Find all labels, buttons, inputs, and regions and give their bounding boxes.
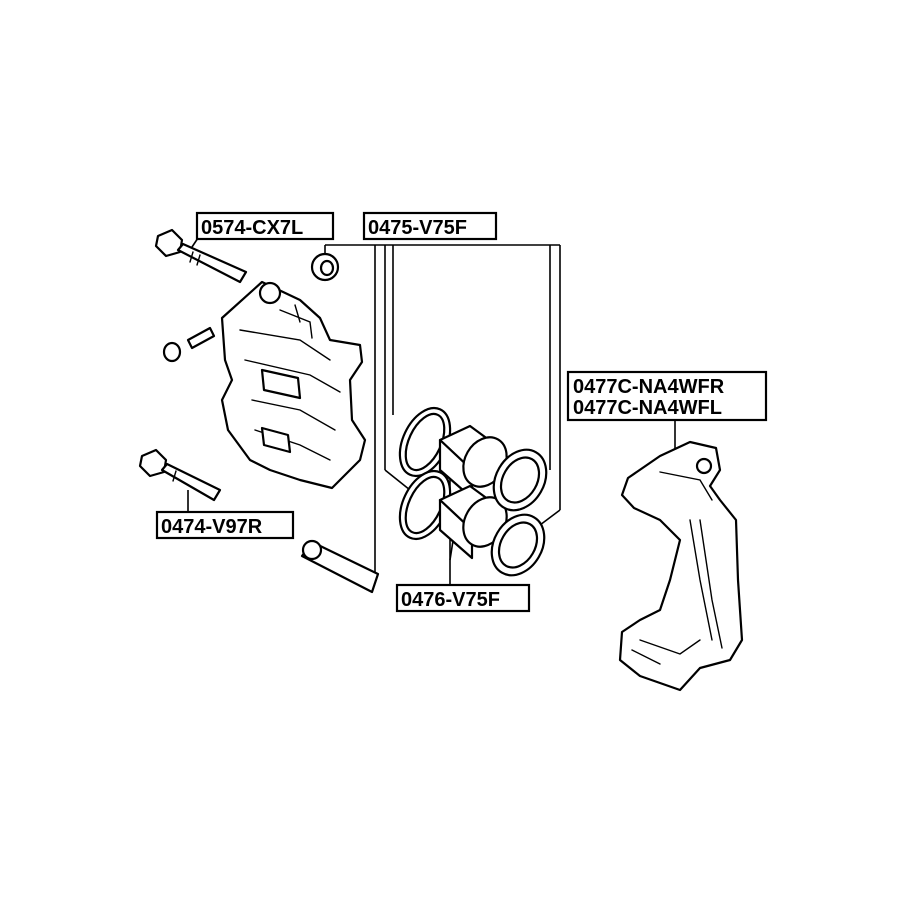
guide-pin — [300, 539, 380, 594]
lower-guide-bolt — [138, 448, 222, 502]
label-text: 0475-V75F — [368, 217, 467, 239]
label-bolt-upper: 0574-CX7L — [195, 211, 335, 241]
bleeder-cap — [310, 252, 340, 282]
caliper-body — [220, 280, 367, 490]
caliper-bracket — [618, 440, 744, 692]
label-seal-kit: 0475-V75F — [362, 211, 498, 241]
label-text: 0474-V97R — [161, 516, 263, 538]
label-text: 0574-CX7L — [201, 217, 303, 239]
label-bolt-lower: 0474-V97R — [155, 510, 295, 540]
label-piston: 0476-V75F — [395, 583, 531, 613]
label-text: 0477C-NA4WFR — [573, 376, 725, 398]
dust-boots — [490, 448, 548, 577]
piston-seals — [398, 406, 452, 541]
label-text: 0476-V75F — [401, 589, 500, 611]
bleeder-screw — [162, 326, 216, 363]
upper-guide-bolt — [154, 228, 248, 284]
label-caliper-bracket: 0477C-NA4WFR 0477C-NA4WFL — [566, 370, 768, 422]
label-text: 0477C-NA4WFL — [573, 397, 722, 419]
